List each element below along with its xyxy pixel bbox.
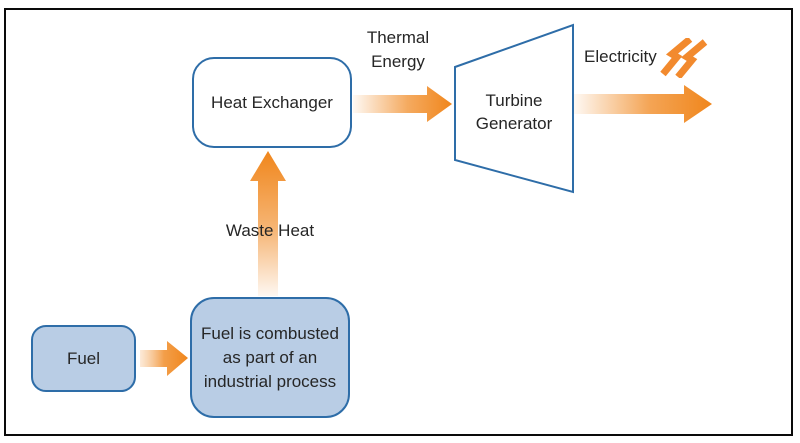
lightning-bolt-icon xyxy=(660,38,707,78)
fuel-to-combustion-arrow xyxy=(140,341,188,376)
turbine-line-2: Generator xyxy=(475,114,553,133)
heat-exchanger-node: Heat Exchanger xyxy=(192,57,352,148)
diagram-frame xyxy=(4,8,793,436)
turbine-line-1: Turbine xyxy=(485,91,543,110)
electricity-label-group: Electricity xyxy=(584,38,710,78)
waste-heat-arrow xyxy=(250,151,286,296)
thermal-energy-label: Thermal Energy xyxy=(352,26,444,74)
turbine-generator-shape xyxy=(454,23,574,194)
heat-exchanger-label: Heat Exchanger xyxy=(211,92,333,112)
thermal-energy-arrow xyxy=(353,86,452,122)
thermal-line-2: Energy xyxy=(371,52,425,71)
fuel-label: Fuel xyxy=(66,348,101,368)
combustion-line-3: industrial process xyxy=(203,371,337,391)
electricity-arrow xyxy=(574,85,712,123)
combustion-line-1: Fuel is combusted xyxy=(201,323,339,343)
electricity-label: Electricity xyxy=(584,47,657,66)
combustion-node: Fuel is combusted as part of an industri… xyxy=(190,297,350,418)
thermal-line-1: Thermal xyxy=(366,28,430,47)
turbine-generator-label: Turbine Generator xyxy=(455,89,573,135)
combustion-line-2: as part of an xyxy=(222,347,318,367)
waste-heat-label: Waste Heat xyxy=(225,221,315,240)
fuel-node: Fuel xyxy=(31,325,136,392)
